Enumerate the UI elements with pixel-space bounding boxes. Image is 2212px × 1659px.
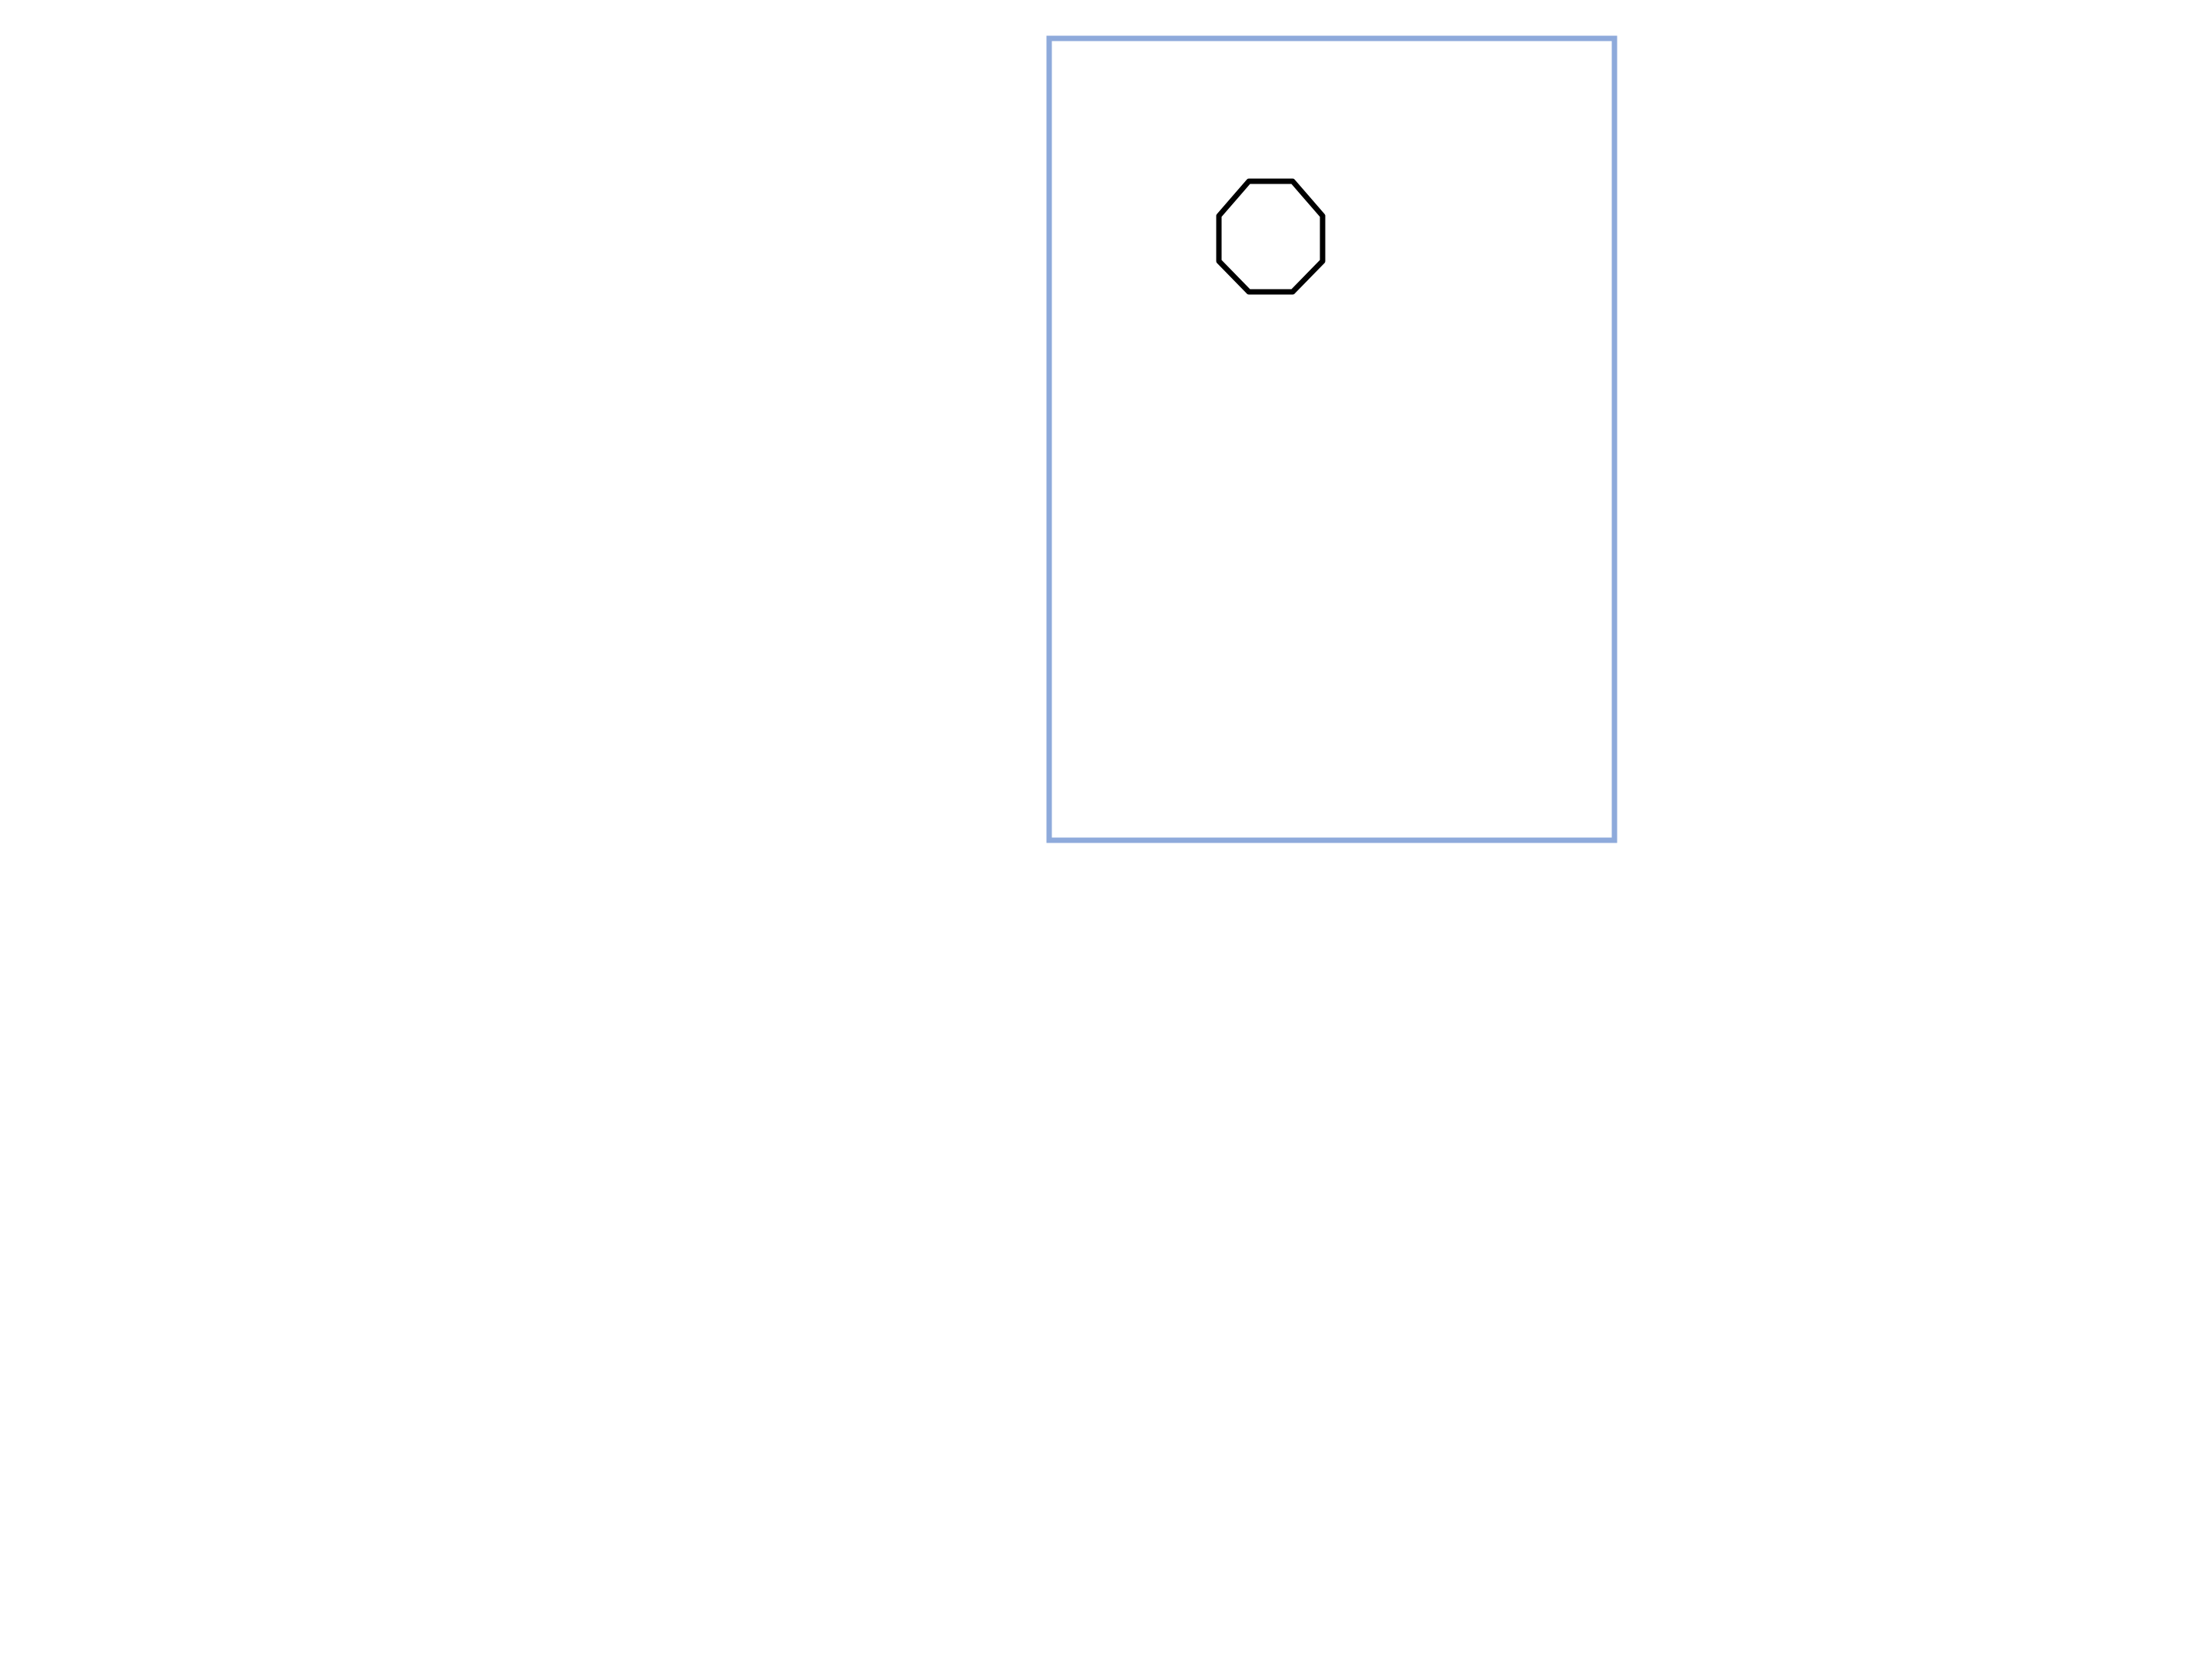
bond <box>1216 178 1326 295</box>
edited-compound-box <box>1046 35 1618 843</box>
edited-fusicoccin-structure <box>1216 178 1326 295</box>
